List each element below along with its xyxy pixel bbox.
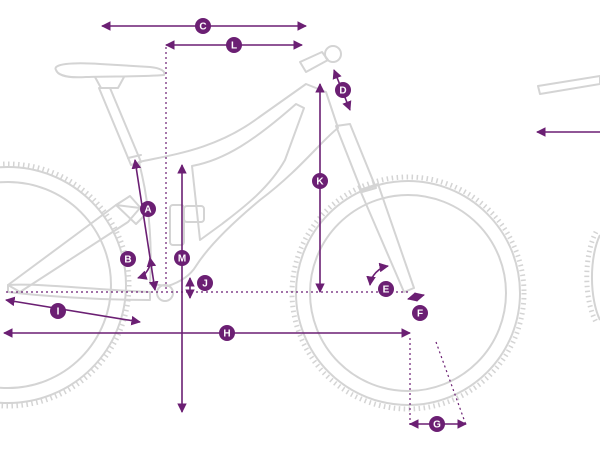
dimension-markers: C L D K A B M J bbox=[50, 18, 445, 432]
marker-b: B bbox=[120, 251, 136, 267]
partial-wheel-right bbox=[584, 230, 600, 324]
svg-text:E: E bbox=[383, 285, 390, 296]
bike-outline bbox=[0, 45, 600, 412]
rear-wheel bbox=[0, 161, 132, 409]
seatpost bbox=[98, 87, 142, 166]
svg-text:F: F bbox=[417, 309, 423, 320]
marker-c: C bbox=[195, 18, 211, 34]
front-triangle bbox=[138, 83, 339, 287]
svg-text:C: C bbox=[199, 22, 206, 33]
seatpost-collar bbox=[127, 154, 142, 159]
dimension-arc-b bbox=[137, 257, 157, 280]
marker-k: K bbox=[312, 173, 328, 189]
svg-text:M: M bbox=[178, 254, 186, 265]
top-tube-inner bbox=[191, 103, 305, 241]
svg-text:I: I bbox=[57, 307, 60, 318]
svg-text:K: K bbox=[316, 177, 324, 188]
fork-lower bbox=[359, 183, 415, 293]
svg-text:B: B bbox=[124, 255, 131, 266]
bottom-bracket bbox=[156, 284, 174, 302]
svg-text:H: H bbox=[223, 329, 230, 340]
dimension-line-i bbox=[5, 296, 141, 326]
fork-upper bbox=[335, 123, 377, 193]
saddle bbox=[54, 62, 166, 79]
saddle-rails bbox=[94, 76, 125, 89]
marker-g: G bbox=[429, 416, 445, 432]
stem bbox=[299, 51, 329, 73]
marker-a: A bbox=[140, 201, 156, 217]
marker-l: L bbox=[226, 37, 242, 53]
dimension-line-a bbox=[131, 159, 159, 291]
front-wheel bbox=[289, 174, 527, 412]
svg-text:L: L bbox=[231, 41, 237, 52]
dimension-line-f bbox=[407, 292, 425, 302]
marker-j: J bbox=[197, 275, 213, 291]
partial-handlebar-right bbox=[537, 75, 600, 95]
marker-m: M bbox=[174, 250, 190, 266]
marker-f: F bbox=[412, 305, 428, 321]
dimension-arc-e bbox=[366, 262, 389, 286]
marker-i: I bbox=[50, 303, 66, 319]
reference-line-g-steer-axis bbox=[435, 341, 467, 426]
marker-e: E bbox=[378, 281, 394, 297]
marker-d: D bbox=[335, 82, 351, 98]
svg-text:D: D bbox=[339, 86, 346, 97]
svg-text:A: A bbox=[144, 205, 151, 216]
chainstay bbox=[7, 283, 151, 301]
dimension-lines bbox=[3, 21, 600, 429]
handlebar bbox=[324, 45, 342, 63]
marker-h: H bbox=[219, 325, 235, 341]
svg-text:G: G bbox=[433, 420, 441, 431]
svg-text:J: J bbox=[202, 279, 208, 290]
